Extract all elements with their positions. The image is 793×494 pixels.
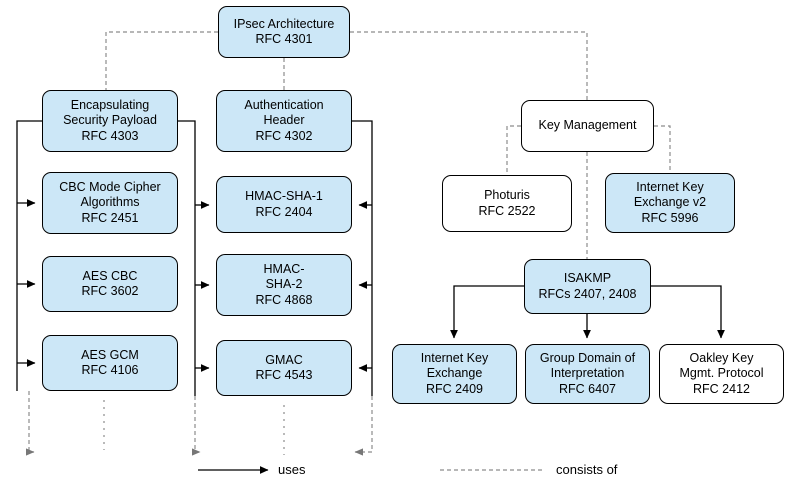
node-label-line: Interpretation [550, 366, 625, 381]
node-label-line: RFC 5996 [641, 210, 699, 225]
node-label-line: Algorithms [80, 195, 140, 210]
node-label-line: IPsec Architecture [233, 16, 335, 31]
node-label-line: Security Payload [63, 113, 157, 128]
node-label-line: GMAC [265, 352, 303, 367]
node-label-line: RFC 2404 [255, 204, 313, 219]
node-label-line: Header [263, 113, 305, 128]
node-label-line: AES GCM [81, 347, 139, 362]
node-label-line: RFC 6407 [559, 381, 616, 396]
node-label-line: Encapsulating [70, 97, 150, 112]
consists-of-edges [105, 31, 671, 259]
node-label-line: HMAC- [263, 261, 305, 276]
node-label-line: RFC 2451 [81, 210, 139, 225]
node-label-line: RFC 4868 [255, 292, 313, 307]
node-label-line: Group Domain of [539, 350, 636, 365]
node-label-line: RFCs 2407, 2408 [538, 286, 637, 301]
node-key-management[interactable]: Key Management [521, 100, 654, 152]
legend-consists-of-label: consists of [556, 462, 618, 477]
node-label-line: RFC 4303 [81, 128, 139, 143]
node-label-line: Exchange [426, 366, 483, 381]
node-label-line: RFC 2522 [478, 203, 536, 218]
node-label-line: Oakley Key [689, 350, 754, 365]
node-label-line: ISAKMP [563, 271, 612, 285]
node-label-line: Internet Key [420, 350, 489, 365]
node-label-line: RFC 4302 [255, 128, 313, 143]
consists-of-open-edges [26, 391, 373, 456]
node-label-line: CBC Mode Cipher [59, 179, 161, 194]
node-label-line: Internet Key [636, 179, 704, 194]
uses-edges [16, 120, 725, 396]
node-label-line: RFC 4301 [255, 32, 313, 46]
node-label-line: Mgmt. Protocol [679, 366, 764, 381]
node-label-line: Authentication [244, 97, 324, 112]
node-label-line: RFC 4543 [255, 368, 313, 382]
node-label-line: RFC 4106 [81, 363, 139, 377]
node-label-line: SHA-2 [265, 277, 303, 292]
node-label-line: Key Management [538, 118, 637, 133]
node-label-line: Photuris [484, 188, 530, 202]
node-label-line: AES CBC [82, 268, 138, 283]
node-label-line: Exchange v2 [633, 195, 707, 210]
node-label-line: RFC 3602 [81, 284, 139, 298]
node-label-line: RFC 2412 [693, 381, 750, 396]
legend-uses-label: uses [278, 462, 306, 477]
node-label-line: RFC 2409 [426, 381, 483, 396]
node-label-line: HMAC-SHA-1 [245, 189, 323, 203]
